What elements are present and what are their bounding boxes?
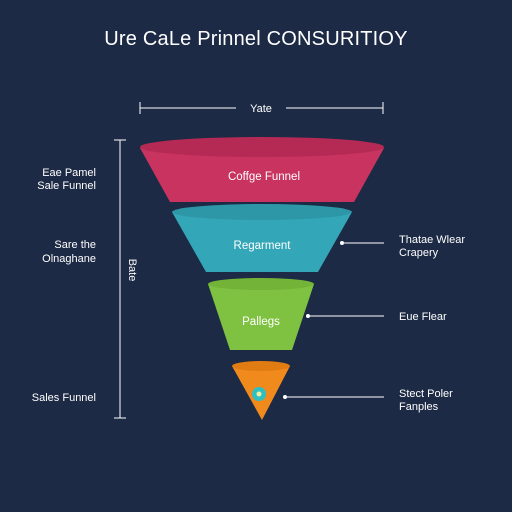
left-label-2-line1: Sare the (54, 239, 96, 251)
vertical-axis-label: Bate (126, 259, 138, 282)
right-connectors (283, 241, 384, 399)
right-label-3-line2: Fanples (399, 401, 439, 413)
left-label-1-line1: Eae Pamel (42, 167, 96, 179)
right-label-2-line1: Eue Flear (399, 311, 447, 323)
right-label-1-line2: Crapery (399, 247, 439, 259)
top-dimension-line: Yate (139, 102, 384, 115)
funnel-stage-3-label: Pallegs (242, 316, 280, 328)
circle-dot-icon (252, 387, 266, 401)
funnel-stage-2-rim (172, 204, 352, 220)
funnel-stage-3: Pallegs (208, 278, 314, 350)
right-label-2: Eue Flear (399, 311, 447, 323)
connector-dot-2 (306, 314, 310, 318)
vertical-dimension-line: Bate (114, 139, 138, 419)
left-label-3-line1: Sales Funnel (32, 392, 96, 404)
funnel-stage-2-label: Regarment (234, 240, 292, 252)
right-label-3-line1: Stect Poler (399, 388, 453, 400)
left-label-1-line2: Sale Funnel (37, 180, 96, 192)
left-label-2-line2: Olnaghane (42, 253, 96, 265)
funnel-stage-4 (232, 361, 290, 420)
left-label-2: Sare the Olnaghane (42, 239, 96, 265)
top-axis-label: Yate (250, 103, 272, 115)
funnel-stage-1-label: Coffge Funnel (228, 171, 300, 183)
page-title: Ure CaLe Prinnel CONSURITIOY (104, 28, 408, 50)
connector-dot-3 (283, 395, 287, 399)
left-label-3: Sales Funnel (32, 392, 96, 404)
connector-dot-1 (340, 241, 344, 245)
funnel-stage-2-body (172, 212, 352, 272)
funnel-stage-3-rim (208, 278, 314, 290)
right-label-1-line1: Thatae Wlear (399, 234, 465, 246)
right-label-3: Stect Poler Fanples (399, 388, 453, 413)
funnel-stage-4-rim (232, 361, 290, 371)
funnel-stage-1: Coffge Funnel (140, 137, 384, 202)
funnel-stage-2: Regarment (172, 204, 352, 272)
right-label-1: Thatae Wlear Crapery (399, 234, 465, 259)
funnel-stage-1-body (140, 148, 384, 202)
funnel-stage-1-rim (140, 137, 384, 157)
funnel-stage-3-body (208, 284, 314, 350)
left-label-1: Eae Pamel Sale Funnel (37, 167, 96, 192)
